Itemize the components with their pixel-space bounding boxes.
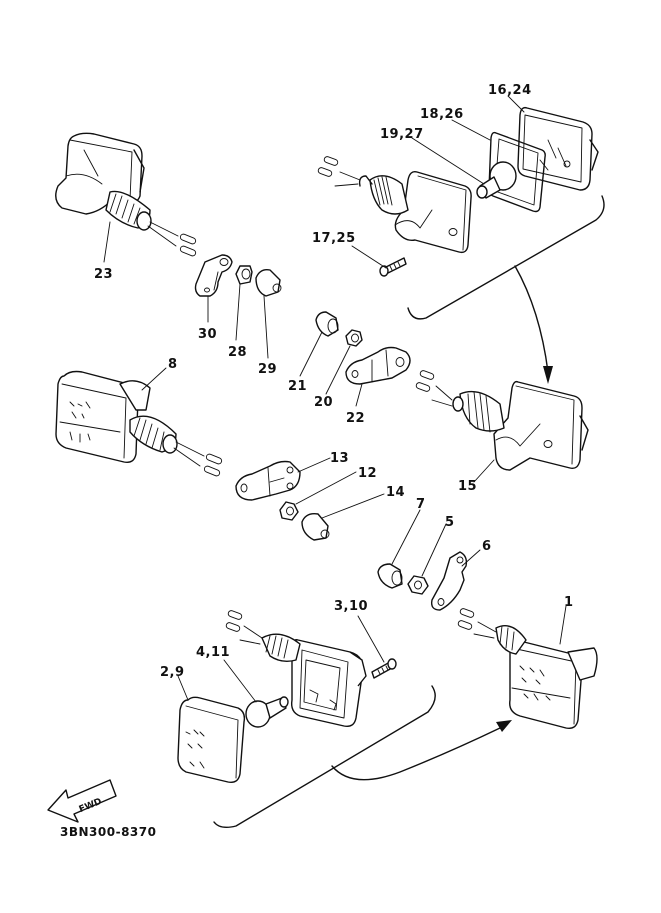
leader-2-9 [177,675,189,701]
label-13: 13 [330,451,349,466]
bulb-19-27 [476,161,517,199]
cap-21 [315,311,339,337]
label-14: 14 [386,485,405,500]
leader-22 [355,383,363,407]
leader-17-25 [351,245,387,269]
label-6: 6 [482,539,492,554]
bracket-30 [194,254,233,297]
leader-15 [473,459,495,483]
label-19-27: 19,27 [380,127,424,142]
housing-rear-right [317,156,472,254]
leader-19-27 [411,137,485,185]
leader-1 [559,605,567,645]
arrowhead-top [543,366,553,384]
screw-17-25 [379,257,407,277]
rear-left-flasher [55,132,197,257]
label-21: 21 [288,379,307,394]
label-4-11: 4,11 [196,645,230,660]
leader-3-10 [357,615,385,663]
label-29: 29 [258,362,277,377]
leader-20 [325,345,351,395]
drawing-code: 3BN300-8370 [60,825,156,839]
leader-28 [235,283,241,341]
bracket-13 [235,460,301,501]
group-bracket-bottom [213,685,436,829]
bracket-22 [345,346,411,385]
leader-4-11 [223,659,257,703]
label-8: 8 [168,357,178,372]
front-right-flasher [457,608,598,730]
fwd-direction-arrow: FWD [47,779,117,823]
label-5: 5 [445,515,455,530]
nut-20 [345,329,363,347]
label-12: 12 [358,466,377,481]
front-left-flasher [55,370,223,477]
leader-23 [103,221,111,263]
leader-13 [297,457,331,473]
leader-14 [321,493,385,519]
label-22: 22 [346,411,365,426]
leader-18-26 [451,119,491,141]
cap-29 [255,268,282,297]
nut-12 [279,501,299,521]
label-28: 28 [228,345,247,360]
cap-7 [377,563,403,589]
label-15: 15 [458,479,477,494]
label-1: 1 [564,595,574,610]
label-7: 7 [416,497,426,512]
label-2-9: 2,9 [160,665,185,680]
label-17-25: 17,25 [312,231,356,246]
leader-7 [391,509,421,565]
label-20: 20 [314,395,333,410]
front-right-flasher-exploded [177,610,397,784]
group-bracket-top [407,195,605,320]
cap-14 [301,512,330,541]
bracket-6 [430,551,468,611]
nut-5 [407,575,429,595]
label-3-10: 3,10 [334,599,368,614]
lens-16-24 [517,106,599,191]
rear-right-flasher [415,370,589,471]
label-18-26: 18,26 [420,107,464,122]
nut-28 [235,265,253,285]
arrowhead-bottom [496,720,512,732]
assembly-arrow-top [514,265,549,373]
rear-right-flasher-exploded [317,95,599,277]
leader-8 [141,367,167,391]
label-30: 30 [198,327,217,342]
leader-29 [263,295,269,359]
leader-21 [299,331,323,377]
leader-6 [461,549,481,567]
assembly-arrow-bottom [331,727,501,781]
label-16-24: 16,24 [488,83,532,98]
leader-5 [421,523,447,577]
label-23: 23 [94,267,113,282]
leader-16-24 [507,95,525,113]
leader-12 [295,471,357,505]
